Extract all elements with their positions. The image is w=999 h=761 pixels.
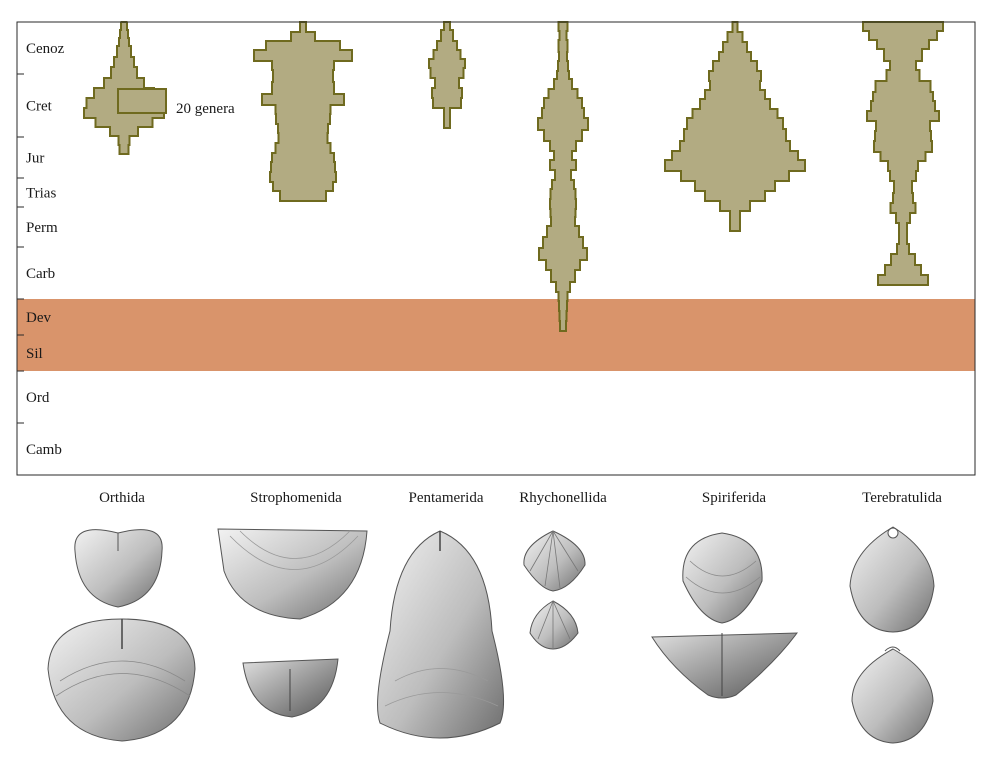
legend: 20 genera [117,88,235,117]
legend-swatch [117,88,167,114]
spindle-pentamerida [428,21,466,129]
shell-illustrations [47,526,935,744]
rhychonellida-shell-illustration [523,530,586,650]
period-label-sil: Sil [26,346,43,362]
spindle-terebratulida [862,21,944,286]
order-label-pentamerida: Pentamerida [408,490,484,506]
legend-label: 20 genera [176,101,235,117]
order-label-spiriferida: Spiriferida [701,490,767,506]
terebratulida-shell-illustration [849,526,935,744]
order-label-orthida: Orthida [99,490,145,506]
spindle-spiriferida [664,21,806,232]
spindle-strophomenida [253,21,353,202]
chart-frame [16,21,976,476]
chart-background [16,21,976,476]
spiriferida-shell-illustration [651,532,799,699]
order-label-strophomenida: Strophomenida [250,490,342,506]
period-label-jur: Jur [26,151,44,167]
period-label-ord: Ord [26,390,50,406]
pentamerida-shell-illustration [377,530,505,739]
axis-ticks [17,73,24,424]
period-label-cret: Cret [26,99,53,115]
period-label-trias: Trias [26,186,56,202]
order-label-terebratulida: Terebratulida [862,490,942,506]
spindle-rhychonellida [537,21,589,332]
period-label-camb: Camb [26,442,62,458]
strophomenida-shell-illustration [217,528,368,718]
highlight-band [17,299,975,371]
order-label-rhychonellida: Rhychonellida [519,490,607,506]
period-label-cenoz: Cenoz [26,41,65,57]
period-label-perm: Perm [26,220,58,236]
orthida-shell-illustration [47,529,196,742]
period-label-carb: Carb [26,266,55,282]
period-label-dev: Dev [26,310,51,326]
